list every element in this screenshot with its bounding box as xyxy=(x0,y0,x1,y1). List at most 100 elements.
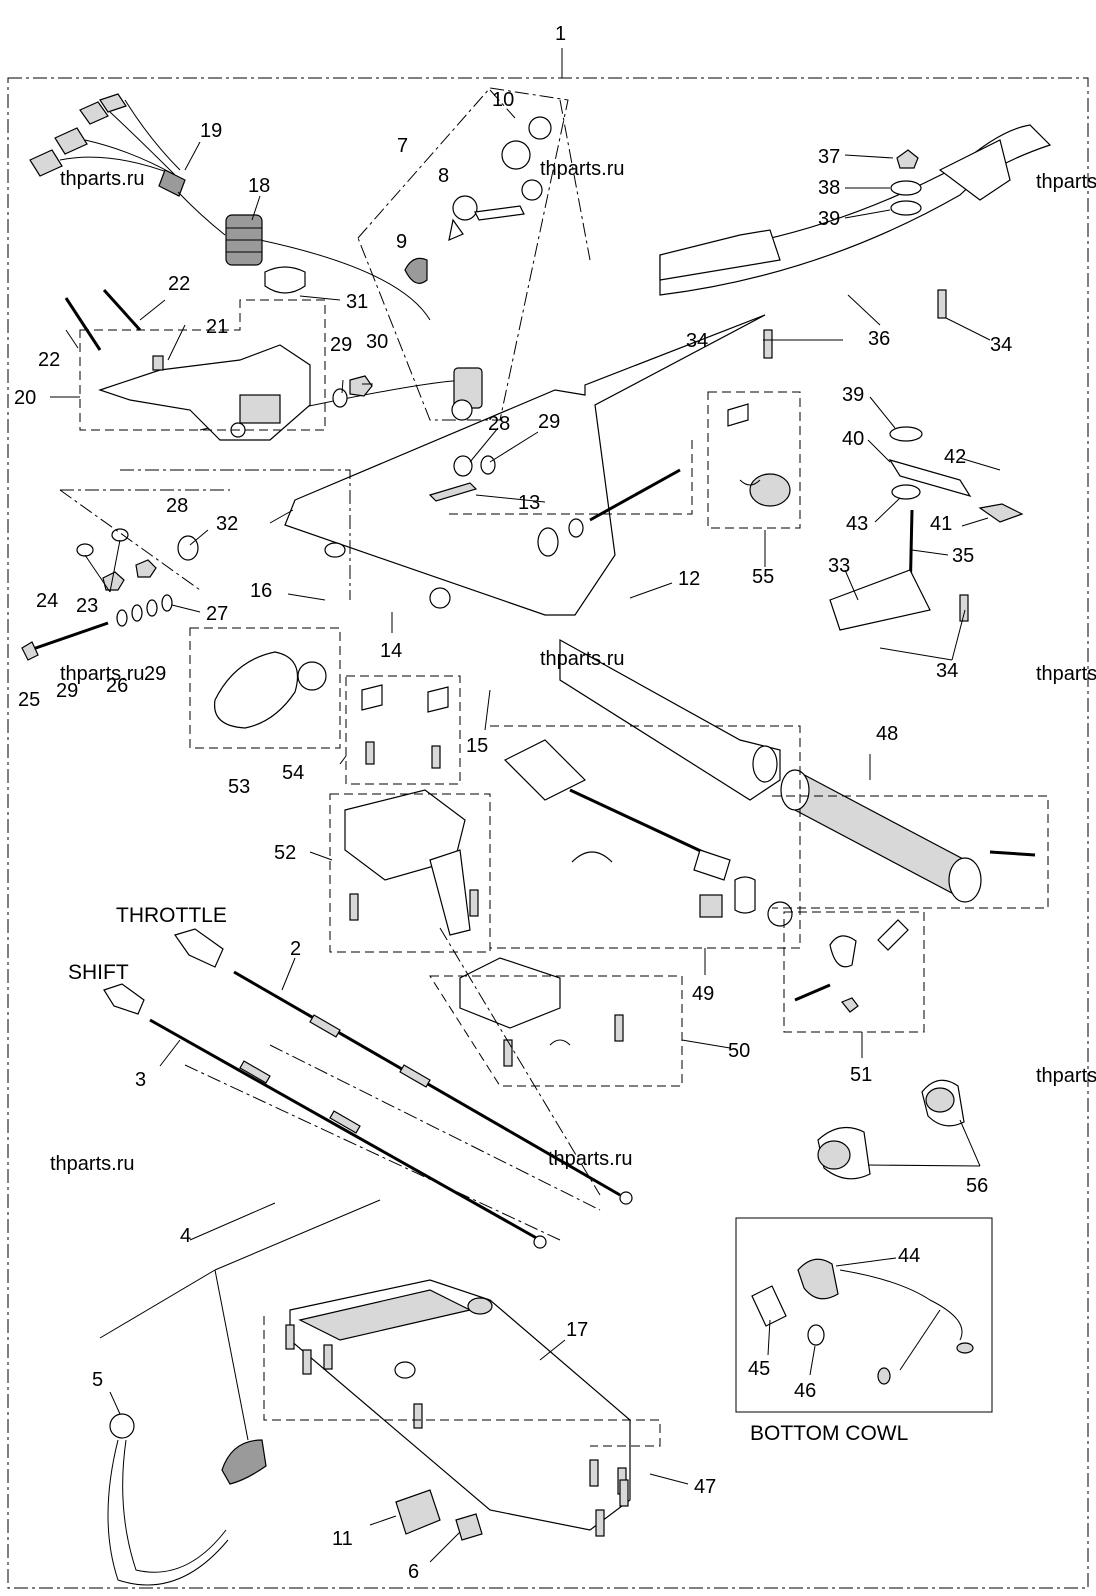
callout-48: 48 xyxy=(876,723,898,745)
long-bolt xyxy=(21,594,173,661)
leader-lines xyxy=(50,141,1001,1563)
callout-22b: 22 xyxy=(38,349,60,371)
callout-20: 20 xyxy=(14,387,36,409)
watermark-8: thparts.ru xyxy=(548,1148,632,1170)
throttle-label: THROTTLE xyxy=(116,904,227,927)
callout-55: 55 xyxy=(752,566,774,588)
clamp xyxy=(264,266,306,294)
callout-numbers: 1 2 3 4 5 6 7 8 9 10 11 12 13 14 15 16 1… xyxy=(14,23,1012,1583)
callout-36: 36 xyxy=(868,328,890,350)
callout-51: 51 xyxy=(850,1064,872,1086)
friction-knob xyxy=(213,651,327,729)
callout-24: 24 xyxy=(36,590,58,612)
shift-link-assembly xyxy=(503,739,793,927)
callout-33: 33 xyxy=(828,555,850,577)
callout-29b: 29 xyxy=(538,411,560,433)
callout-45: 45 xyxy=(748,1358,770,1380)
callout-35: 35 xyxy=(952,545,974,567)
callout-10: 10 xyxy=(492,89,514,111)
callout-22a: 22 xyxy=(168,273,190,295)
washer-nut-set-upper xyxy=(332,375,373,408)
callout-8: 8 xyxy=(438,165,449,187)
watermark-5: thparts.ru xyxy=(540,648,624,670)
callout-41: 41 xyxy=(930,513,952,535)
callout-42: 42 xyxy=(944,446,966,468)
watermark-1: thparts.ru xyxy=(60,168,144,190)
watermark-4: thparts.ru xyxy=(60,663,144,685)
callout-43: 43 xyxy=(846,513,868,535)
grommet xyxy=(225,214,263,266)
watermark-3: thparts.ru xyxy=(1036,171,1096,193)
section-labels: THROTTLE SHIFT BOTTOM COWL xyxy=(68,904,908,1445)
bottom-cowl-label: BOTTOM COWL xyxy=(750,1422,908,1445)
callout-12: 12 xyxy=(678,568,700,590)
end-caps xyxy=(817,1079,965,1180)
callout-56: 56 xyxy=(966,1175,988,1197)
tiller-bolt xyxy=(537,468,681,557)
watermark-2: thparts.ru xyxy=(540,158,624,180)
callout-3: 3 xyxy=(135,1069,146,1091)
callout-28b: 28 xyxy=(488,413,510,435)
lower-case xyxy=(289,1279,631,1531)
callout-5: 5 xyxy=(92,1369,103,1391)
callout-39b: 39 xyxy=(842,384,864,406)
plate-hardware-top xyxy=(890,149,922,216)
callout-15: 15 xyxy=(466,735,488,757)
callout-25: 25 xyxy=(18,689,40,711)
friction-plate xyxy=(659,124,1052,296)
control-cables xyxy=(149,970,633,1249)
assembly-boundary xyxy=(7,48,1089,1589)
callout-19: 19 xyxy=(200,120,222,142)
bottom-cowl-inset xyxy=(735,1217,993,1413)
throttle-lever-assembly xyxy=(344,789,479,936)
callout-16: 16 xyxy=(250,580,272,602)
stop-switch xyxy=(727,403,791,507)
callout-50: 50 xyxy=(728,1040,750,1062)
callout-6: 6 xyxy=(408,1561,419,1583)
throttle-link xyxy=(459,957,624,1067)
lanyard-cord xyxy=(107,1413,267,1586)
callout-47: 47 xyxy=(694,1476,716,1498)
callout-34c: 34 xyxy=(936,660,958,682)
callout-23: 23 xyxy=(76,595,98,617)
twist-grip xyxy=(780,769,1036,903)
callout-31: 31 xyxy=(346,291,368,313)
steering-bracket xyxy=(64,288,311,441)
callout-9: 9 xyxy=(396,231,407,253)
callout-52: 52 xyxy=(274,842,296,864)
friction-adjuster-assembly xyxy=(829,426,1024,631)
callout-34b: 34 xyxy=(990,334,1012,356)
main-switch-group xyxy=(404,116,552,421)
callout-13: 13 xyxy=(518,492,540,514)
callout-30: 30 xyxy=(366,331,388,353)
case-bolts xyxy=(285,1324,629,1537)
callout-14: 14 xyxy=(380,640,402,662)
callout-29c: 29 xyxy=(56,680,78,702)
watermark-9: thparts.ru xyxy=(1036,1065,1096,1087)
lock-plates xyxy=(361,684,449,769)
callout-21: 21 xyxy=(206,316,228,338)
callout-29a: 29 xyxy=(330,334,352,356)
callout-11: 11 xyxy=(332,1528,353,1550)
callout-38: 38 xyxy=(818,177,840,199)
wiring-harness xyxy=(29,93,471,431)
shift-label: SHIFT xyxy=(68,961,129,984)
grip-bracket xyxy=(794,919,909,1013)
stop-switch-lower xyxy=(395,1489,483,1541)
callout-39a: 39 xyxy=(818,208,840,230)
callout-26: 26 xyxy=(106,675,128,697)
callout-49: 49 xyxy=(692,983,714,1005)
callout-37: 37 xyxy=(818,146,840,168)
group-boundaries xyxy=(59,87,1049,1447)
callout-28a: 28 xyxy=(166,495,188,517)
callout-27: 27 xyxy=(206,603,228,625)
callout-18: 18 xyxy=(248,175,270,197)
callout-2: 2 xyxy=(290,938,301,960)
plate-bolts xyxy=(763,289,947,359)
nuts-washers-left xyxy=(76,528,157,591)
callout-34a: 34 xyxy=(686,330,708,352)
callout-32: 32 xyxy=(216,513,238,535)
callout-53: 53 xyxy=(228,776,250,798)
watermarks: thparts.ru thparts.ru thparts.ru thparts… xyxy=(50,158,1096,1175)
